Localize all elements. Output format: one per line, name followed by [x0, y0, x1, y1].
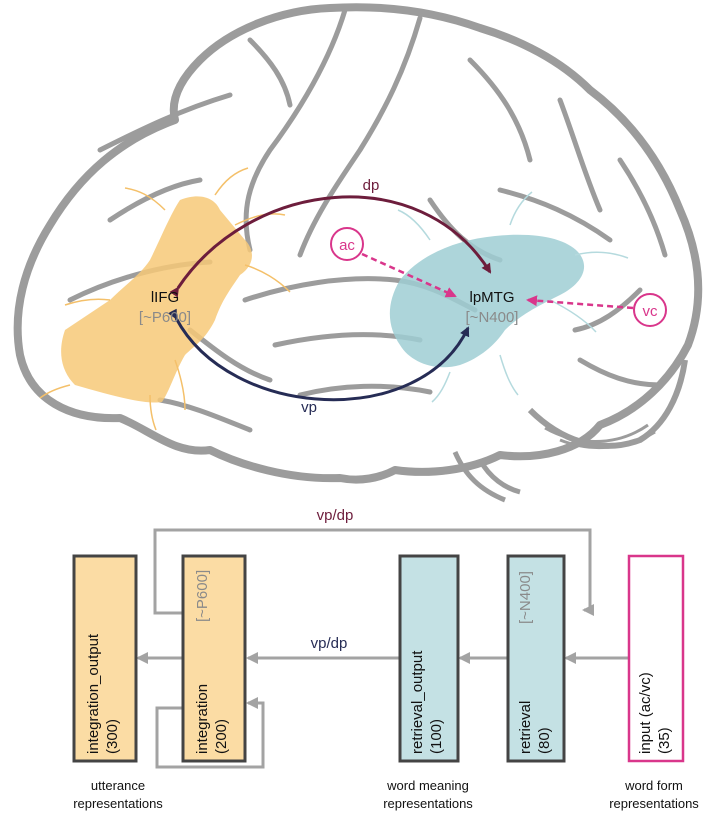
integration-size: (200)	[213, 719, 230, 754]
ac-input-label: ac	[339, 237, 355, 254]
top-connection-label: vp/dp	[317, 507, 354, 524]
word-meaning-caption-line2: representations	[383, 796, 473, 811]
word-form-caption-line1: word form	[624, 778, 683, 793]
brain-stem	[452, 450, 521, 503]
lifg-region	[61, 196, 252, 403]
retrieval-erp: [~N400]	[517, 571, 534, 624]
lifg-erp: [~P600]	[139, 309, 191, 326]
retrieval-output-size: (100)	[428, 719, 445, 754]
vp-pathway-arrow	[167, 308, 470, 402]
integration-output-name: integration_output	[85, 633, 102, 754]
integration-box	[181, 554, 247, 763]
dp-label: dp	[363, 177, 380, 194]
vc-input-arrow	[526, 295, 634, 310]
lifg-radiating-lines	[39, 167, 291, 431]
retrieval-name: retrieval	[517, 701, 534, 754]
lpmtg-erp: [~N400]	[466, 309, 519, 326]
top-connection-arrow	[153, 528, 594, 616]
input-name: input (ac/vc)	[637, 672, 654, 754]
word-meaning-caption-line1: word meaning	[386, 778, 469, 793]
ac-input-arrow	[361, 252, 457, 298]
retrieval-box	[506, 554, 566, 763]
ac-input-circle	[330, 227, 364, 261]
lpmtg-name: lpMTG	[470, 289, 515, 306]
input-box	[627, 554, 685, 763]
lifg-name: lIFG	[151, 289, 179, 306]
integration-output-size: (300)	[104, 719, 121, 754]
retrieval-size: (80)	[536, 727, 553, 754]
integration-name: integration	[194, 684, 211, 754]
lpmtg-radiating-lines	[397, 191, 629, 403]
utterance-caption-line1: utterance	[91, 778, 145, 793]
model-diagram: vp/dp vp/dp integration_output (300) int…	[72, 507, 699, 811]
input-size: (35)	[656, 727, 673, 754]
integration-output-box	[72, 554, 138, 763]
integration-erp: [~P600]	[194, 570, 211, 622]
utterance-caption-line2: representations	[73, 796, 163, 811]
word-form-caption-line2: representations	[609, 796, 699, 811]
vp-label: vp	[301, 399, 317, 416]
vc-input-circle	[633, 293, 667, 327]
dp-pathway-arrow	[169, 195, 492, 298]
middle-connection-label: vp/dp	[311, 635, 348, 652]
vc-input-label: vc	[643, 303, 659, 320]
brain-illustration: ac vc dp vp lIFG [~P600] lpMTG [~N400]	[13, 3, 703, 503]
integration-recurrent-arrow	[155, 697, 265, 769]
retrieval-output-name: retrieval_output	[409, 650, 426, 754]
retrieval-output-box	[398, 554, 460, 763]
